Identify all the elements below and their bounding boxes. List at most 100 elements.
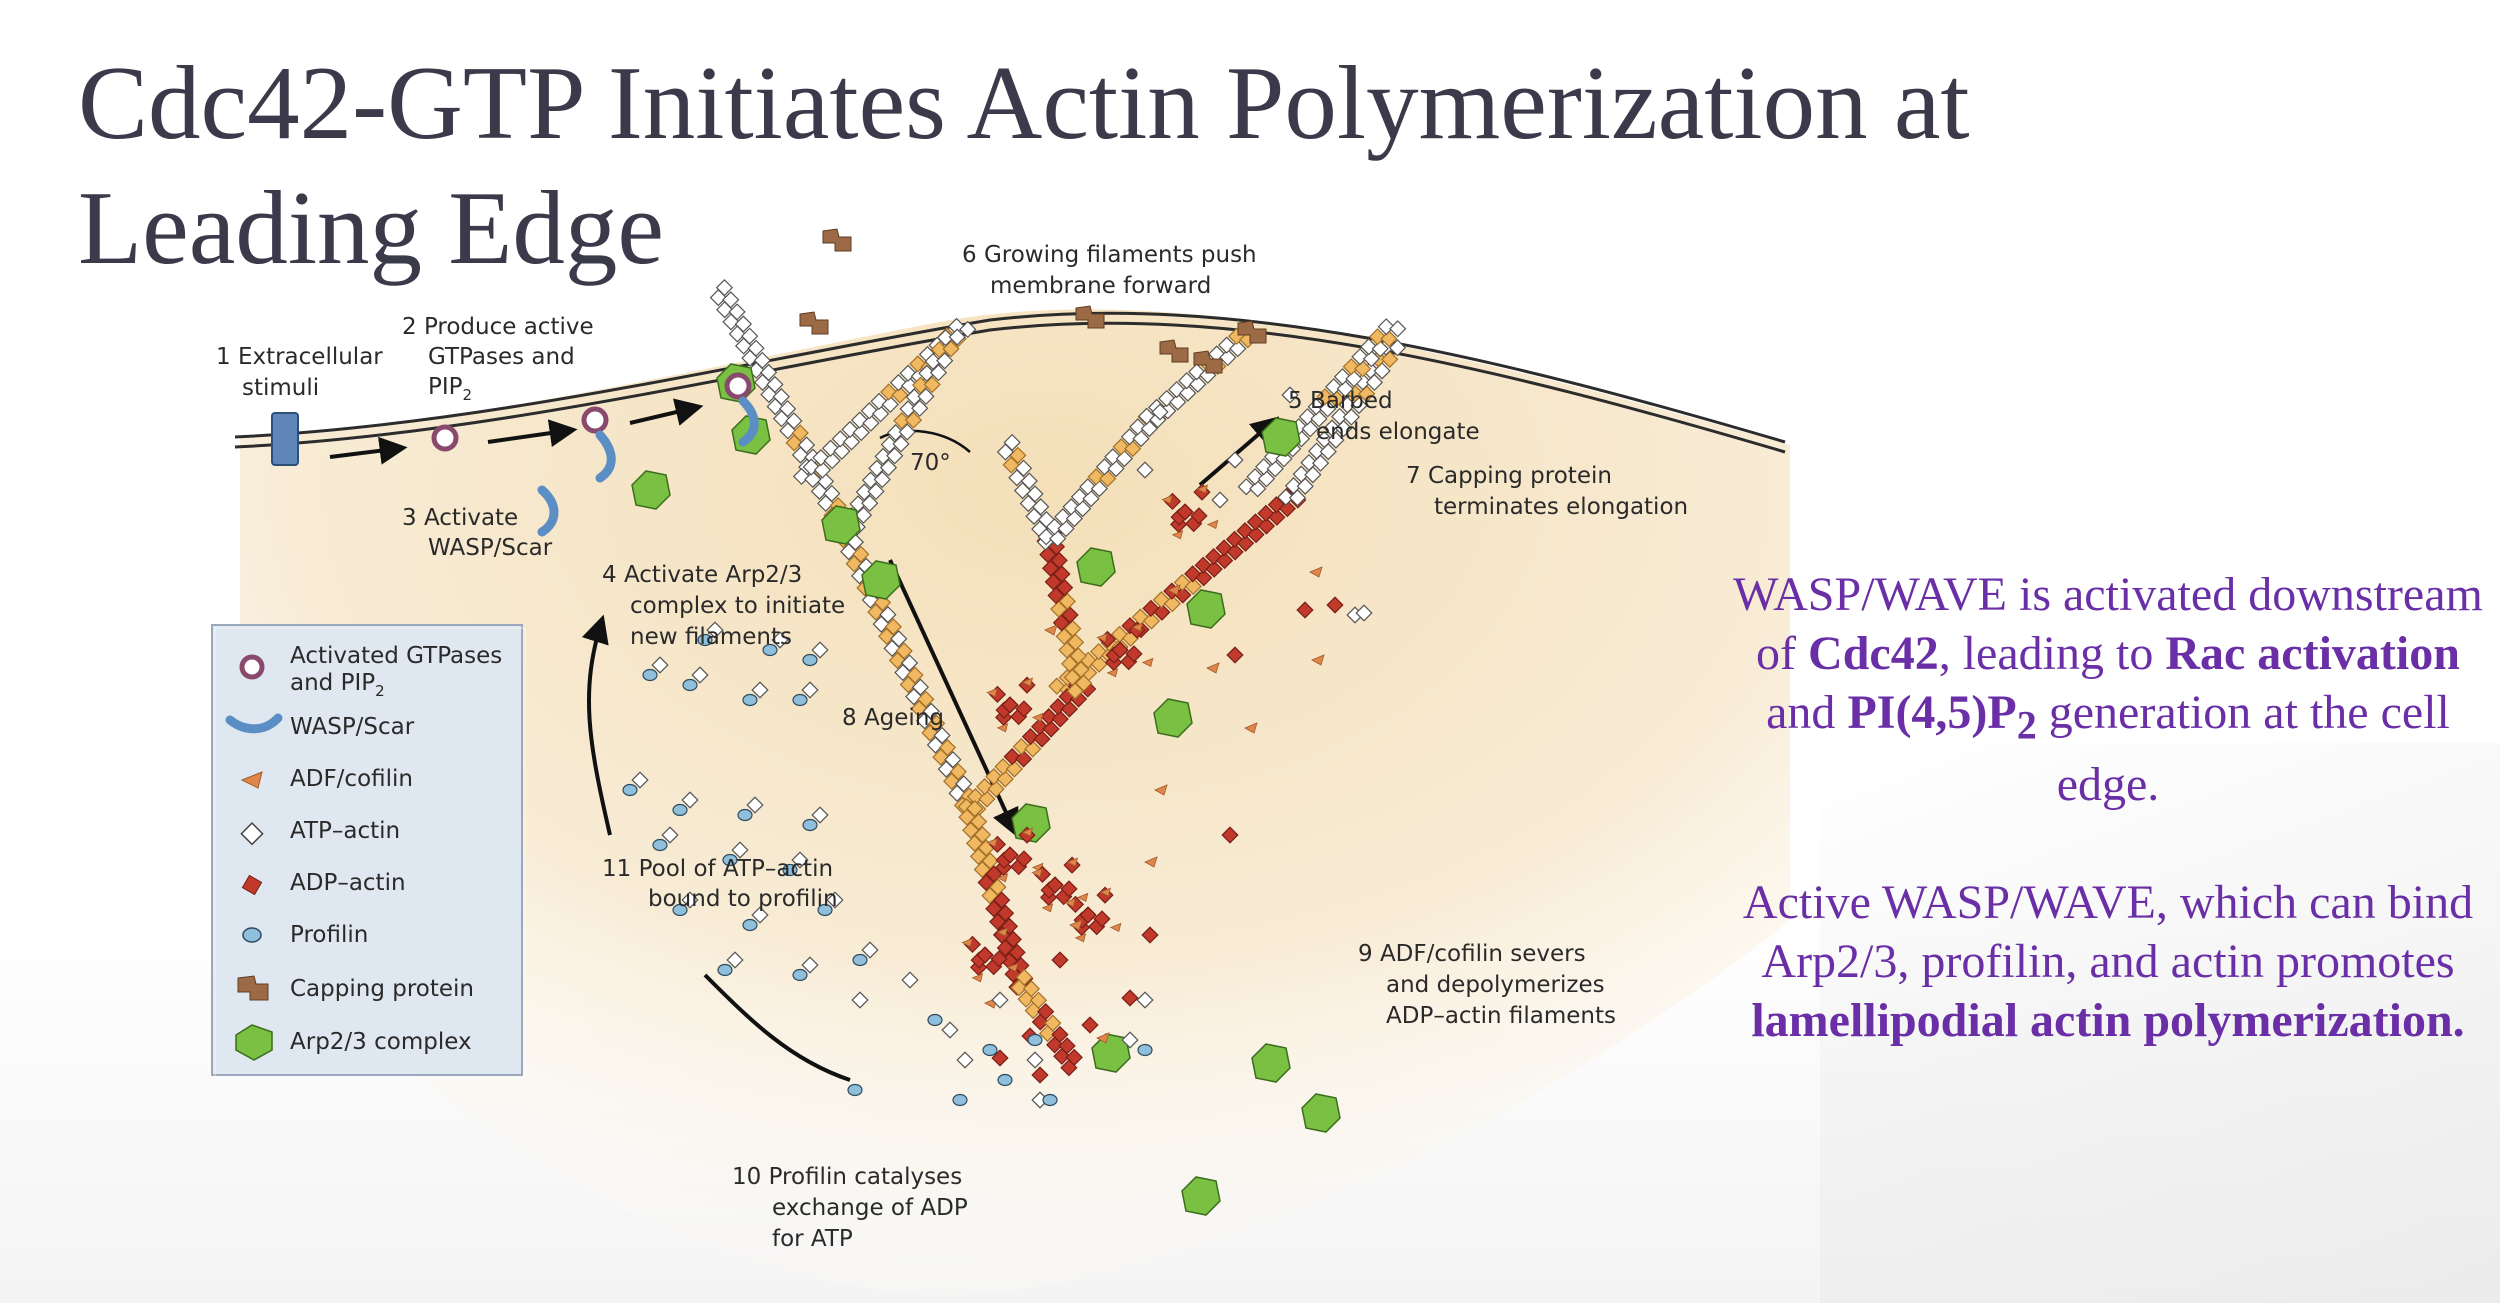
profilin — [982, 1043, 998, 1057]
adp-actin-subunit — [1111, 641, 1129, 659]
adp-actin-subunit — [1060, 1059, 1078, 1077]
atp-actin-subunit — [941, 1021, 959, 1039]
adp-actin-subunit — [1052, 614, 1071, 632]
adf-cofilin — [1161, 494, 1173, 505]
atp-actin-subunit — [1142, 612, 1161, 630]
adp-actin-subunit — [1049, 697, 1067, 716]
arrow-profilin-exchange — [703, 973, 851, 1082]
atp-actin-subunit — [741, 349, 759, 367]
adf-cofilin — [961, 937, 973, 948]
gtpase-icon — [239, 654, 265, 680]
adp-actin-subunit — [1190, 507, 1208, 525]
atp-actin-subunit — [973, 826, 992, 844]
atp-actin-subunit — [872, 615, 890, 633]
profilin — [722, 853, 738, 867]
legend-item-adp-actin: ADP–actin — [290, 870, 406, 896]
atp-actin-subunit — [804, 470, 822, 489]
atp-actin-subunit — [1327, 390, 1346, 408]
atp-actin-subunit — [861, 471, 880, 489]
atp-actin-subunit — [1014, 459, 1033, 477]
atp-actin-subunit — [810, 482, 829, 500]
atp-actin-subunit — [1050, 600, 1068, 618]
arp23-complex — [1186, 589, 1226, 629]
arrow-stimuli-to-gtpase — [329, 436, 408, 465]
adp-actin-subunit — [1044, 573, 1062, 591]
adp-actin-subunit — [1141, 926, 1159, 944]
atp-actin-subunit — [1055, 627, 1073, 646]
atp-actin-subunit — [1075, 674, 1093, 692]
free-wasp-scar — [537, 485, 559, 537]
atp-actin-subunit — [1315, 430, 1333, 449]
atp-actin-subunit — [1246, 468, 1264, 486]
atp-actin-subunit — [746, 796, 764, 814]
adp-actin-subunit — [1205, 560, 1223, 578]
atp-actin-subunit — [873, 470, 891, 489]
arp23-complex — [1261, 417, 1301, 457]
atp-actin-subunit — [991, 991, 1009, 1009]
adf-cofilin — [1031, 712, 1044, 723]
legend-item-capping-protein: Capping protein — [290, 976, 474, 1002]
atp-actin-subunit — [753, 373, 772, 391]
atp-actin-subunit — [1325, 378, 1343, 396]
cell-membrane-inner — [234, 321, 1786, 454]
atp-actin-subunit — [936, 352, 954, 370]
adp-actin-subunit — [1060, 880, 1078, 898]
adp-actin-subunit — [996, 904, 1015, 922]
atp-actin-subunit — [1026, 485, 1044, 503]
atp-actin-subunit — [731, 841, 749, 859]
atp-actin-subunit — [1010, 979, 1028, 997]
atp-actin-subunit — [1079, 478, 1097, 496]
adf-cofilin — [996, 873, 1009, 883]
atp-actin-subunit — [915, 712, 934, 730]
profilin — [682, 678, 698, 692]
atp-actin-subunit — [1307, 442, 1326, 460]
adp-actin-subunit — [1021, 727, 1040, 746]
slide-title: Cdc42-GTP Initiates Actin Polymerization… — [78, 44, 1970, 286]
adf-cofilin — [1311, 654, 1325, 666]
adf-cofilin — [1006, 962, 1019, 973]
atp-actin-subunit — [1069, 647, 1087, 665]
capping-protein — [1193, 350, 1223, 374]
receptor — [271, 412, 299, 466]
adp-actin-subunit — [1015, 700, 1033, 718]
atp-actin-subunit — [751, 906, 769, 924]
atp-actin-subunit — [681, 791, 699, 809]
atp-actin-subunit — [1368, 328, 1387, 346]
adf-cofilin — [1074, 933, 1087, 943]
atp-actin-subunit — [987, 780, 1005, 798]
atp-actin-subunit — [1090, 655, 1108, 673]
atp-actin-subunit — [1005, 760, 1024, 778]
atp-actin-subunit — [681, 891, 699, 909]
atp-actin-subunit — [894, 663, 912, 682]
adp-actin-subunit — [1042, 720, 1060, 738]
atp-actin-subunit — [1104, 448, 1122, 466]
profilin — [742, 693, 758, 707]
adp-actin-subunit — [991, 1049, 1009, 1067]
adp-actin-subunit — [1268, 508, 1286, 526]
atp-actin-subunit — [1362, 350, 1381, 368]
atp-actin-subunit — [1336, 380, 1354, 398]
adp-actin-subunit — [1236, 534, 1255, 552]
atp-actin-subunit — [904, 411, 923, 429]
atp-actin-subunit — [1219, 348, 1237, 367]
atp-actin-subunit — [996, 770, 1014, 788]
atp-actin-subunit — [726, 951, 744, 969]
arp23-complex — [1153, 698, 1193, 738]
adp-actin-subunit — [990, 950, 1008, 968]
atp-actin-subunit — [959, 320, 977, 339]
adp-actin-subunit — [1176, 503, 1194, 521]
atp-actin-subunit — [878, 627, 896, 645]
adp-actin-subunit — [1257, 517, 1276, 535]
atp-actin-subunit — [867, 482, 885, 501]
atp-actin-subunit — [1058, 641, 1076, 659]
legend-item-adf-cofilin: ADF/cofilin — [290, 766, 413, 792]
atp-actin-subunit — [1062, 498, 1080, 516]
atp-actin-subunit — [1064, 619, 1082, 638]
adf-cofilin — [1106, 668, 1119, 678]
arp23-complex — [1251, 1043, 1291, 1083]
atp-actin-subunit — [1323, 419, 1341, 437]
adp-actin-subunit — [1226, 543, 1244, 561]
